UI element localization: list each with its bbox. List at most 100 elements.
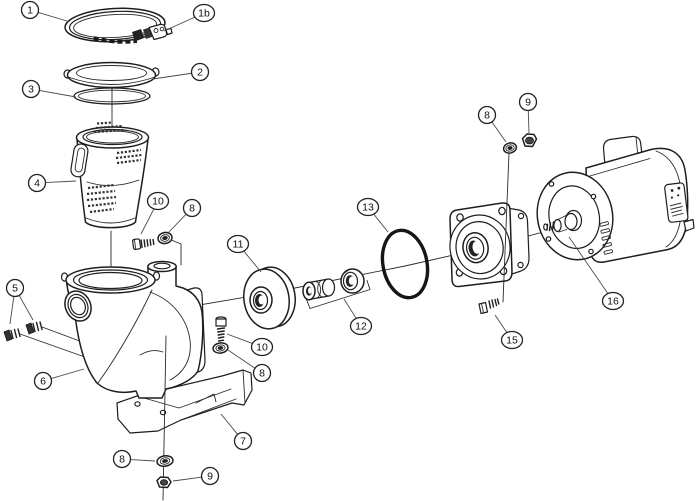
- motor-shaft: [543, 209, 583, 233]
- callout-circle: [146, 191, 170, 211]
- base-bracket: [116, 369, 253, 434]
- callout-circle: [21, 79, 41, 99]
- discharge-port: [147, 260, 177, 273]
- drain-plug: [25, 321, 43, 335]
- callout-circle: [182, 198, 202, 218]
- clamp-latch: [132, 23, 173, 42]
- callout-circle: [601, 291, 625, 311]
- callout-impeller[interactable]: 11: [226, 234, 262, 273]
- callout-bolt-upper[interactable]: 10: [140, 191, 170, 235]
- callout-nut-motor[interactable]: 9: [518, 92, 538, 134]
- washer-motor: [502, 142, 518, 154]
- callout-number: 7: [240, 436, 246, 448]
- callout-strainer-basket[interactable]: 4: [27, 173, 77, 193]
- callout-shaft-seal[interactable]: 12: [343, 298, 373, 336]
- leader-line: [130, 459, 156, 462]
- nut-base: [156, 476, 172, 489]
- bolt-lower: [215, 316, 227, 342]
- basket-handle: [70, 143, 89, 178]
- bolt-upper: [132, 238, 155, 251]
- callout-number: 8: [119, 454, 125, 466]
- washer-lower: [212, 342, 229, 354]
- leader-line: [372, 213, 389, 233]
- leader-line: [140, 208, 155, 235]
- callout-lid-o-ring[interactable]: 3: [21, 79, 77, 99]
- callout-washer-motor[interactable]: 8: [477, 105, 507, 143]
- leader-line: [39, 90, 77, 98]
- stud-locator-line: [502, 152, 510, 303]
- callout-o-ring[interactable]: 13: [356, 197, 389, 233]
- leader-line: [491, 121, 507, 143]
- callout-number: 9: [525, 97, 531, 109]
- callout-circle: [200, 466, 220, 486]
- callout-circle: [20, 0, 40, 20]
- seal-plate-o-ring: [380, 228, 430, 300]
- callout-number: 3: [28, 84, 34, 96]
- callout-base-bracket[interactable]: 7: [220, 413, 253, 451]
- strainer-basket: [70, 121, 150, 229]
- callout-clamp-ring[interactable]: 1: [20, 0, 68, 22]
- leader-line: [18, 295, 34, 321]
- inlet-port: [64, 290, 92, 322]
- leader-line: [220, 413, 238, 435]
- callout-washer-upper[interactable]: 8: [167, 198, 202, 234]
- callout-number: 5: [12, 283, 18, 295]
- callout-layer: 1 1b 2 3 4 5 6 7 10 8 11 10 8 12 13 8 9 15 16 8 9: [5, 0, 625, 486]
- callout-washer-base[interactable]: 8: [112, 449, 156, 469]
- callout-motor-shaft[interactable]: 16: [568, 236, 625, 311]
- callout-number: 12: [355, 321, 367, 333]
- callout-number: 13: [362, 202, 374, 214]
- pump-housing: [60, 260, 206, 399]
- leader-line: [167, 213, 187, 234]
- callout-seal-plate-bolt[interactable]: 15: [494, 314, 524, 350]
- shaft-seal: [302, 268, 371, 309]
- callout-washer-lower[interactable]: 8: [227, 349, 272, 383]
- seal-bracket-line: [306, 280, 371, 309]
- callout-number: 8: [259, 368, 265, 380]
- callout-pump-housing[interactable]: 6: [33, 368, 85, 391]
- leader-line: [226, 333, 255, 345]
- callout-lid[interactable]: 2: [152, 62, 210, 82]
- leader-line: [527, 110, 530, 134]
- callout-circle: [33, 371, 53, 391]
- callout-circle: [252, 363, 272, 383]
- callout-bolt-lower[interactable]: 10: [226, 333, 274, 357]
- leader-line: [45, 180, 77, 184]
- callout-drain-plugs[interactable]: 5: [5, 278, 34, 325]
- callout-circle: [112, 449, 132, 469]
- leader-line: [568, 236, 609, 295]
- washer-base: [156, 454, 174, 468]
- callout-nut-base[interactable]: 9: [172, 466, 220, 486]
- drain-plug: [3, 328, 21, 342]
- leader-line: [9, 296, 15, 325]
- callout-number: 4: [34, 178, 40, 190]
- drain-plugs: [3, 321, 43, 342]
- callout-circle: [27, 173, 47, 193]
- leader-line: [227, 349, 256, 369]
- bracket-hole: [134, 401, 141, 407]
- bolt-locator-line: [171, 239, 182, 266]
- leader-line: [152, 72, 192, 80]
- callout-number: 8: [189, 203, 195, 215]
- clamp-ring: [64, 7, 166, 44]
- leader-line: [172, 476, 202, 482]
- leader-line: [163, 16, 197, 32]
- leader-line: [343, 298, 357, 320]
- callout-number: 15: [506, 335, 518, 347]
- callout-number: 11: [233, 239, 244, 251]
- callout-circle: [356, 197, 380, 217]
- washer-upper: [157, 231, 173, 245]
- callout-clamp-latch[interactable]: 1b: [163, 3, 216, 32]
- callout-number: 2: [197, 67, 203, 79]
- impeller: [243, 266, 296, 330]
- callout-number: 8: [484, 110, 490, 122]
- leader-line: [38, 11, 68, 22]
- callout-number: 6: [40, 376, 46, 388]
- seal-plate: [449, 152, 530, 303]
- motor-label: [664, 182, 689, 223]
- leader-line: [51, 368, 85, 380]
- callout-number: 16: [607, 296, 619, 308]
- callout-circle: [190, 62, 210, 82]
- callout-circle: [518, 92, 538, 112]
